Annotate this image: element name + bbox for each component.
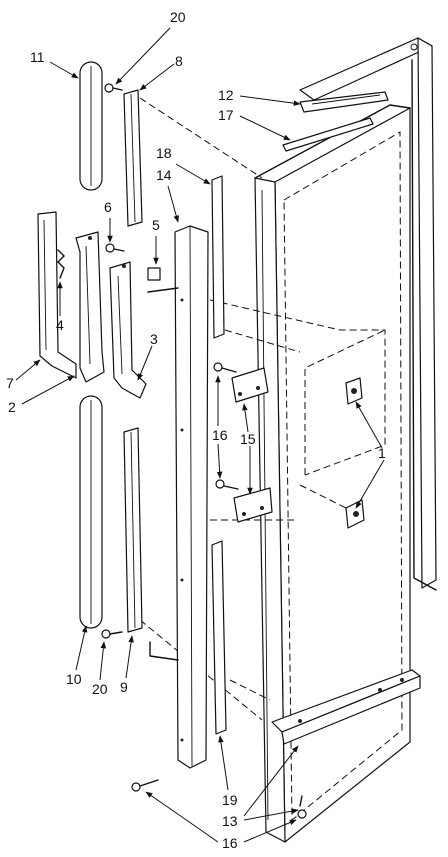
callout-15: 15 xyxy=(240,431,256,447)
callout-20-bottom: 20 xyxy=(92,681,108,697)
callout-20-top: 20 xyxy=(170,9,186,25)
callout-8: 8 xyxy=(175,53,183,69)
callout-16-mid: 16 xyxy=(212,427,228,443)
callout-1: 1 xyxy=(378,445,386,461)
screw-16-bottom xyxy=(131,779,159,792)
bottom-rail-13 xyxy=(271,669,421,745)
callout-4: 4 xyxy=(56,317,64,333)
trim-channel-8 xyxy=(123,89,143,227)
callout-9: 9 xyxy=(120,679,128,695)
screw-16-lower xyxy=(215,479,239,490)
callout-18: 18 xyxy=(156,145,172,161)
clip-4 xyxy=(57,249,65,279)
leader-lines xyxy=(15,27,385,843)
handle-mount-7 xyxy=(37,211,77,379)
bracket-15-upper xyxy=(231,367,269,403)
callout-2: 2 xyxy=(8,399,16,415)
bracket-15-lower xyxy=(233,487,273,523)
callout-7: 7 xyxy=(6,375,14,391)
callout-labels: 11 20 8 12 17 18 14 6 5 4 3 7 2 16 15 1 … xyxy=(6,9,386,851)
hinge-bracket-upper xyxy=(345,377,363,405)
handle-grip-10 xyxy=(79,395,103,629)
door-panel xyxy=(254,104,411,843)
callout-5: 5 xyxy=(152,217,160,233)
door-frame xyxy=(299,37,437,591)
handle-backplate-14 xyxy=(174,225,209,769)
callout-3: 3 xyxy=(150,331,158,347)
top-cap-12 xyxy=(299,91,389,113)
spacer-block-5 xyxy=(147,267,161,281)
screw-13 xyxy=(297,795,307,819)
trim-channel-9 xyxy=(123,427,143,633)
handle-grip-11 xyxy=(79,61,103,191)
screw-16-upper xyxy=(213,362,237,373)
screw-20-upper xyxy=(104,83,123,93)
callout-12: 12 xyxy=(218,87,234,103)
callout-16-bottom: 16 xyxy=(222,835,238,851)
trim-strip-18 xyxy=(211,175,225,339)
callout-10: 10 xyxy=(66,671,82,687)
callout-13: 13 xyxy=(222,813,238,829)
callout-11: 11 xyxy=(30,49,45,65)
callout-6: 6 xyxy=(104,199,112,215)
callout-19: 19 xyxy=(222,792,238,808)
mounting-sheet xyxy=(147,287,179,661)
callout-14: 14 xyxy=(156,167,172,183)
callout-17: 17 xyxy=(218,107,234,123)
handle-mount-3 xyxy=(109,261,147,399)
trim-strip-19 xyxy=(211,540,227,735)
screw-20-lower xyxy=(101,629,123,639)
screw-6 xyxy=(105,243,125,253)
handle-mount-2 xyxy=(75,231,105,383)
top-strip-17 xyxy=(282,117,374,152)
